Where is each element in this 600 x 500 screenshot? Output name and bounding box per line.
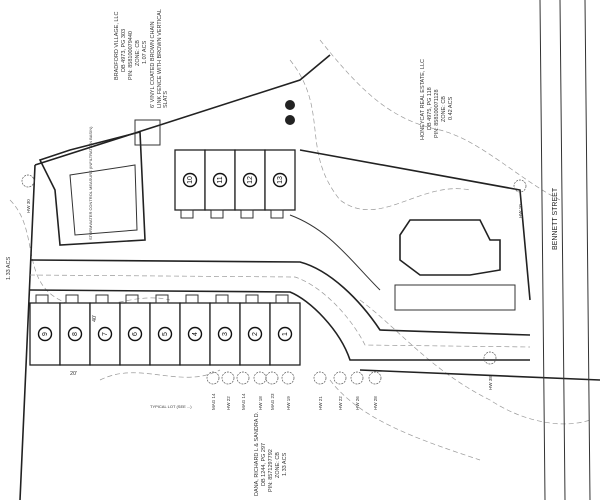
svg-text:1.07 ACS: 1.07 ACS [142, 40, 148, 64]
parcel-label-honeycat: HONEYCAT REAL ESTATE, LLC DB 4975, PG 11… [420, 59, 454, 140]
tree-label: HW 18 [258, 396, 263, 410]
lot-number: 8 [72, 332, 79, 336]
lot-number: 11 [217, 176, 224, 183]
lot-13: 13 [264, 149, 296, 219]
dumpster-pad [134, 119, 161, 146]
parcel-label-dana: DANA, RICHARD L & SANDRA D. DB 1244, PG … [254, 411, 288, 496]
lot-10: 10 [174, 149, 206, 219]
tree-icon: HW 38 [483, 351, 497, 390]
contour-lines [9, 39, 591, 461]
acreage-label: 1.33 ACS [6, 256, 12, 280]
stormwater-basin [38, 130, 146, 246]
tree-label: HW 21 [318, 396, 323, 410]
lot-12: 12 [234, 149, 266, 219]
lot-1: 1 [269, 294, 301, 366]
street-label: BENNETT STREET [552, 187, 559, 250]
svg-text:ZONE: CB: ZONE: CB [135, 40, 141, 66]
width-dimension: 20' [70, 371, 77, 377]
lot-5: 5 [149, 294, 181, 366]
tree-icon: HW 30 [21, 174, 35, 213]
fence-note-box: 6' VINYL COATED BROWN CHAIN LINK FENCE W… [150, 9, 169, 108]
tree-icon: HW 21 [313, 371, 327, 410]
tree-label: HW 22 [338, 396, 343, 410]
svg-text:PIN: 858100079440: PIN: 858100079440 [128, 31, 134, 80]
bennett-street-edge [539, 0, 591, 500]
svg-text:PIN: 8571297792: PIN: 8571297792 [268, 449, 274, 492]
access-road [29, 259, 531, 361]
lot-number: 7 [102, 332, 109, 336]
tree-label: HW 30 [26, 199, 31, 213]
parcel-label-bradford: BRADFORD VILLAGE, LLC DB 4973, PG 303 PI… [114, 12, 148, 80]
lot-4: 4 [179, 294, 211, 366]
tree-icon: MAG 14 [206, 371, 220, 410]
lot-number: 5 [162, 332, 169, 336]
lot-number: 6 [132, 332, 139, 336]
lots-bottom: 9 8 7 6 5 4 3 2 1 [29, 294, 301, 366]
tree-label: MAG 14 [241, 393, 246, 410]
svg-text:DB 1244, PG 297: DB 1244, PG 297 [261, 443, 267, 486]
tree-icon: HW 22 [333, 371, 347, 410]
svg-text:BRADFORD VILLAGE, LLC: BRADFORD VILLAGE, LLC [114, 12, 120, 80]
lot-number: 10 [187, 176, 194, 184]
tree-icon: MAG 14 [236, 371, 250, 410]
tree-icon: MAG 23 [265, 371, 279, 410]
lot-11: 11 [204, 149, 236, 219]
lots-top: 10 11 12 13 [174, 149, 296, 219]
tree-label: HW 10 [518, 204, 523, 218]
tree-icon: HW 19 [281, 371, 295, 410]
lot-number: 3 [222, 332, 229, 336]
depth-dimension: 40' [92, 315, 98, 322]
tree-label: HW 28 [373, 396, 378, 410]
svg-text:DB 4973, PG 303: DB 4973, PG 303 [121, 29, 127, 72]
typical-lot-note: TYPICAL LOT (SEE ...) [150, 404, 192, 409]
tree-label: HW 19 [286, 396, 291, 410]
lot-6: 6 [119, 294, 151, 366]
svg-text:PIN: 858100071128: PIN: 858100071128 [434, 89, 440, 138]
tree-label: HW 22 [226, 396, 231, 410]
tree-icon: HW 18 [253, 371, 267, 410]
svg-text:HONEYCAT REAL ESTATE, LLC: HONEYCAT REAL ESTATE, LLC [420, 59, 426, 140]
tree-label: MAG 23 [270, 393, 275, 410]
fence-note: 6' VINYL COATED BROWN CHAIN LINK FENCE W… [150, 9, 169, 108]
svg-text:ZONE: CB: ZONE: CB [275, 452, 281, 478]
lot-number: 4 [192, 332, 199, 336]
lot-number: 2 [252, 332, 259, 336]
lot-number: 1 [282, 332, 289, 336]
svg-text:ZONE: CB: ZONE: CB [441, 96, 447, 122]
tree-icon: HW 10 [513, 179, 527, 218]
tree-icon: HW 22 [221, 371, 235, 410]
existing-house [399, 219, 501, 276]
lot-number: 13 [277, 176, 284, 184]
tree-symbols: MAG 14 HW 22 MAG 14 HW 18 MAG 23 HW 19 HW 21 HW… [21, 174, 527, 410]
lot-number: 9 [42, 332, 49, 336]
svg-text:0.42 ACS: 0.42 ACS [448, 96, 454, 120]
svg-text:DANA, RICHARD L & SANDRA D.: DANA, RICHARD L & SANDRA D. [254, 411, 260, 496]
lot-2: 2 [239, 294, 271, 366]
tree-icon: HW 28 [368, 371, 382, 410]
lot-9: 9 [29, 294, 61, 366]
property-boundary [19, 54, 600, 500]
lot-8: 8 [59, 294, 91, 366]
svg-text:1.33 ACS: 1.33 ACS [282, 452, 288, 476]
lot-3: 3 [209, 294, 241, 366]
tree-label: HW 26 [355, 396, 360, 410]
manhole-icon [285, 100, 295, 110]
tree-label: HW 38 [488, 376, 493, 390]
lot-7: 7 [89, 294, 121, 366]
tree-icon: HW 26 [350, 371, 364, 410]
svg-text:DB 4975, PG 118: DB 4975, PG 118 [427, 87, 433, 130]
lot-number: 12 [247, 176, 254, 184]
manhole-icon [285, 115, 295, 125]
tree-label: MAG 14 [211, 393, 216, 410]
stormwater-note: STORMWATER CONTROL MEASURE (INFILTRATION… [88, 126, 93, 240]
